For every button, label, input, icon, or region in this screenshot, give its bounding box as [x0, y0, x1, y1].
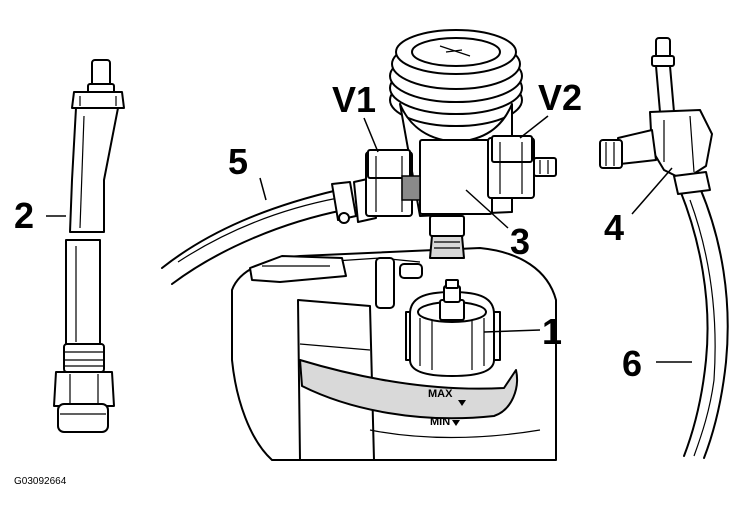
- min-mark-label: MIN: [430, 416, 450, 428]
- pressure-tester-item-3: [353, 29, 557, 259]
- hose-item-2: [53, 59, 125, 433]
- max-mark-arrow: [458, 400, 466, 406]
- leader-1: [483, 329, 541, 333]
- expansion-tank: MAX MIN: [231, 247, 557, 461]
- t-adapter-item-4: [599, 37, 713, 195]
- leader-v2: [519, 115, 549, 139]
- callout-v1: V1: [332, 79, 376, 120]
- callout-2: 2: [14, 195, 34, 236]
- callout-4: 4: [604, 207, 624, 248]
- max-mark-label: MAX: [428, 388, 453, 400]
- hose-item-6: [679, 187, 729, 459]
- callout-v2: V2: [538, 77, 582, 118]
- leader-v1: [363, 117, 379, 153]
- hose-item-5: [161, 181, 357, 285]
- callout-5: 5: [228, 141, 248, 182]
- leader-lines: [46, 115, 692, 363]
- leader-4: [631, 167, 673, 215]
- leader-5: [259, 177, 267, 201]
- min-mark-arrow: [452, 420, 460, 426]
- figure-code: G03092664: [14, 476, 67, 487]
- leader-3: [465, 189, 509, 229]
- callout-3: 3: [510, 221, 530, 262]
- callout-6: 6: [622, 343, 642, 384]
- callout-1: 1: [542, 311, 562, 352]
